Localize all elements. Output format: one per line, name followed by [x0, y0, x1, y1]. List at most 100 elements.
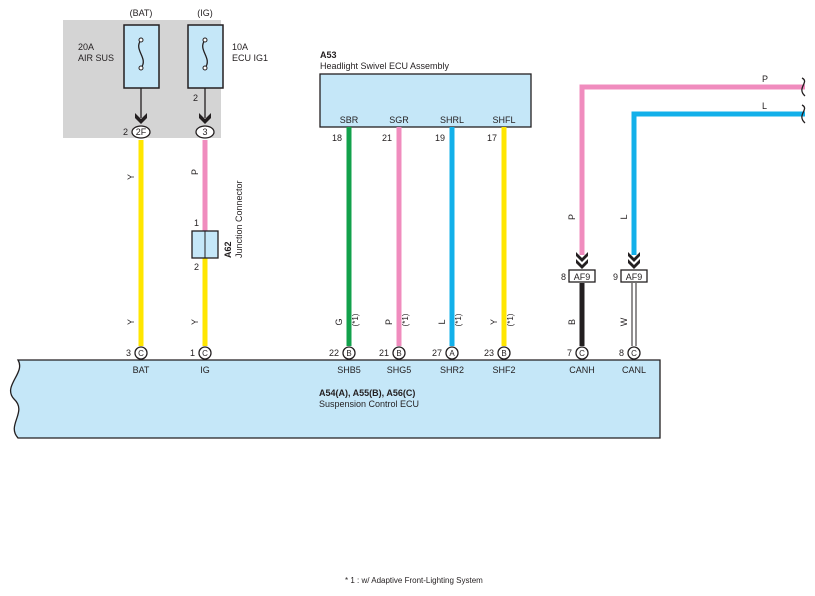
connector-letter: B	[501, 349, 506, 358]
terminal-ig: C 1 IG	[190, 346, 212, 375]
connector-letter: A	[449, 349, 455, 358]
wire-labels: Y Y P Y G (*1) P (*1) L (*1) Y (*1) P L …	[126, 169, 629, 326]
chevron-down-icon	[628, 259, 640, 269]
terminal-label: CANL	[622, 365, 646, 375]
fuse-source-label: (IG)	[197, 8, 213, 18]
fuse-element	[138, 39, 144, 69]
fuse-rating: 10A	[232, 42, 248, 52]
pin-number: 2	[194, 262, 199, 272]
connector-code: AF9	[574, 272, 591, 282]
connector-circle	[575, 346, 589, 360]
wire-note: (*1)	[454, 313, 463, 326]
terminal-label: SHFL	[492, 115, 515, 125]
chevron-down-icon	[135, 113, 147, 124]
chevron-down-icon	[576, 259, 588, 269]
terminal-label: SHB5	[337, 365, 361, 375]
wire-color-code: L	[437, 319, 447, 324]
connector-letter: C	[579, 349, 585, 358]
wire-color-code: P	[567, 214, 577, 220]
terminal-label: SGR	[389, 115, 409, 125]
connector-code: 2F	[136, 127, 147, 137]
fuse-terminal	[138, 37, 144, 43]
wire-color-code: P	[384, 319, 394, 325]
fuse-name: AIR SUS	[78, 53, 114, 63]
connector-letter: B	[346, 349, 351, 358]
connector-letter: C	[138, 349, 144, 358]
fuse-source-label: (BAT)	[130, 8, 153, 18]
pin-number: 2	[123, 127, 128, 137]
connector-code: AF9	[626, 272, 643, 282]
connector-oval	[131, 125, 151, 139]
terminal-label: BAT	[133, 365, 150, 375]
wire-color-code: G	[334, 318, 344, 325]
chevron-down-icon	[628, 252, 640, 262]
pin-number: 21	[382, 133, 392, 143]
connector-letter: C	[202, 349, 208, 358]
connector-circle	[497, 346, 511, 360]
connector-af9-pin8: AF9 8	[561, 269, 596, 283]
terminal-label: SBR	[340, 115, 359, 125]
connector-2f: 2F 2	[123, 125, 151, 139]
terminal-label: SHRL	[440, 115, 464, 125]
wire-color-code: P	[190, 169, 200, 175]
wire-color-code: Y	[126, 319, 136, 325]
headlight-swivel-ecu: A53 Headlight Swivel ECU Assembly SBR SG…	[319, 50, 532, 143]
wire-color-code: B	[567, 319, 577, 325]
wire-color-code: P	[762, 74, 768, 84]
connector-letter: B	[396, 349, 401, 358]
terminal-label: CANH	[569, 365, 595, 375]
wires	[138, 84, 805, 346]
component-codes: A54(A), A55(B), A56(C)	[319, 388, 415, 398]
pin-number: 27	[432, 348, 442, 358]
terminal-shb5: B 22 SHB5	[329, 346, 361, 375]
pin-number: 8	[619, 348, 624, 358]
fuse-pin-number: 2	[193, 93, 198, 103]
connector-af9-pin9: AF9 9	[613, 269, 648, 283]
terminal-label: SHG5	[387, 365, 412, 375]
wire-color-code: Y	[126, 174, 136, 180]
pin-number: 1	[194, 218, 199, 228]
component-name: Headlight Swivel ECU Assembly	[320, 61, 450, 71]
component-name: Junction Connector	[234, 180, 244, 258]
pin-number: 19	[435, 133, 445, 143]
connector-circle	[392, 346, 406, 360]
chevron-down-icon	[576, 252, 588, 262]
pin-number: 17	[487, 133, 497, 143]
footnote: * 1 : w/ Adaptive Front-Lighting System	[345, 576, 483, 585]
terminal-shf2: B 23 SHF2	[484, 346, 516, 375]
wire-break-mark	[801, 77, 806, 97]
wire-color-code: L	[762, 101, 767, 111]
connector-oval	[195, 125, 215, 139]
wire-color-code: L	[619, 214, 629, 219]
pin-number: 8	[561, 272, 566, 282]
component-code: A53	[320, 50, 337, 60]
fuse-terminal	[202, 65, 208, 71]
pin-number: 1	[190, 348, 195, 358]
terminal-shr2: A 27 SHR2	[432, 346, 464, 375]
wire-break-mark	[801, 104, 806, 124]
pin-number: 9	[613, 272, 618, 282]
pin-number: 21	[379, 348, 389, 358]
component-code: A62	[223, 241, 233, 258]
junction-connector: 1 2 A62 Junction Connector	[191, 180, 244, 272]
pin-number: 3	[126, 348, 131, 358]
wire-l-canl-in	[631, 111, 805, 255]
fuse-name: ECU IG1	[232, 53, 268, 63]
fuse-element	[202, 39, 208, 69]
fuse-terminal	[138, 65, 144, 71]
terminal-label: SHR2	[440, 365, 464, 375]
connector-box	[568, 269, 596, 283]
connector-3: 3	[195, 125, 215, 139]
connector-circle	[627, 346, 641, 360]
connector-code: 3	[202, 127, 207, 137]
terminal-canh: C 7 CANH	[567, 346, 595, 375]
suspension-control-ecu: A54(A), A55(B), A56(C) Suspension Contro…	[10, 359, 661, 439]
wire-p-canh-in	[579, 84, 805, 255]
chevron-down-icon	[199, 113, 211, 124]
component-name: Suspension Control ECU	[319, 399, 419, 409]
connector-circle	[134, 346, 148, 360]
wire-color-code: Y	[190, 319, 200, 325]
wire-note: (*1)	[351, 313, 360, 326]
terminal-canl: C 8 CANL	[619, 346, 646, 375]
